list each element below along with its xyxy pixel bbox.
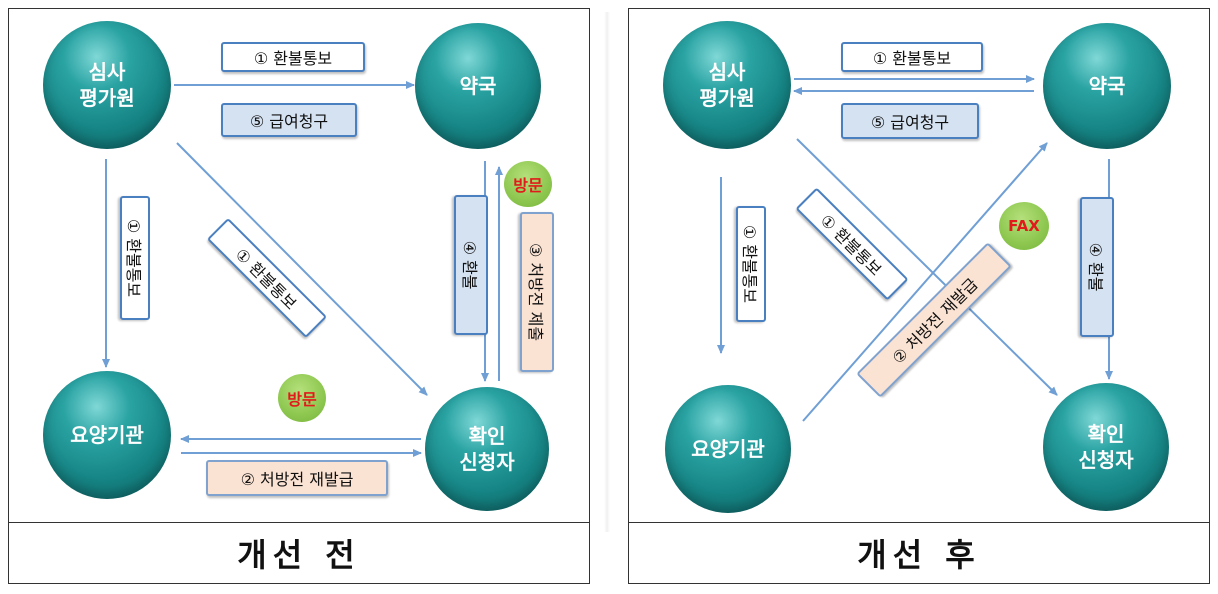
label-prescription-reissue: ② 처방전 재발급 [206, 460, 388, 496]
label-refund-notice-top: ① 환불통보 [841, 42, 983, 72]
caption-before: 개선 전 [9, 522, 589, 583]
node-review-agency: 심사 평가원 [43, 21, 171, 149]
label-benefit-claim: ⑤ 급여청구 [841, 103, 979, 139]
label-prescription-submit: ③ 처방전 제출 [520, 212, 554, 372]
node-pharmacy: 약국 [415, 23, 541, 149]
node-pharmacy: 약국 [1043, 23, 1171, 149]
label-refund-notice-left: ① 환불통보 [120, 196, 150, 320]
label-refund-notice-left: ① 환불통보 [736, 206, 766, 322]
badge-fax: FAX [999, 202, 1049, 250]
node-care-institution: 요양기관 [43, 371, 171, 499]
caption-after: 개선 후 [629, 522, 1209, 583]
panel-before: 심사 평가원 약국 요양기관 확인 신청자 ① 환불통보 ⑤ 급여청구 ① 환불… [8, 8, 590, 584]
badge-visit-top: 방문 [504, 161, 552, 207]
badge-visit-bottom: 방문 [278, 374, 326, 422]
label-refund: ④ 환불 [1080, 197, 1114, 337]
label-benefit-claim: ⑤ 급여청구 [221, 103, 357, 137]
node-applicant: 확인 신청자 [425, 387, 549, 511]
panel-divider [604, 12, 610, 532]
label-refund-notice-top: ① 환불통보 [221, 42, 365, 72]
panel-after: 심사 평가원 약국 요양기관 확인 신청자 ① 환불통보 ⑤ 급여청구 ① 환불… [628, 8, 1210, 584]
node-applicant: 확인 신청자 [1043, 383, 1169, 511]
node-review-agency: 심사 평가원 [663, 21, 791, 149]
arrow-institution-to-pharmacy [802, 142, 1048, 422]
label-refund: ④ 환불 [454, 195, 488, 335]
arrow-review-to-applicant [176, 142, 428, 396]
node-care-institution: 요양기관 [665, 385, 791, 513]
arrow-review-to-applicant [796, 138, 1058, 396]
